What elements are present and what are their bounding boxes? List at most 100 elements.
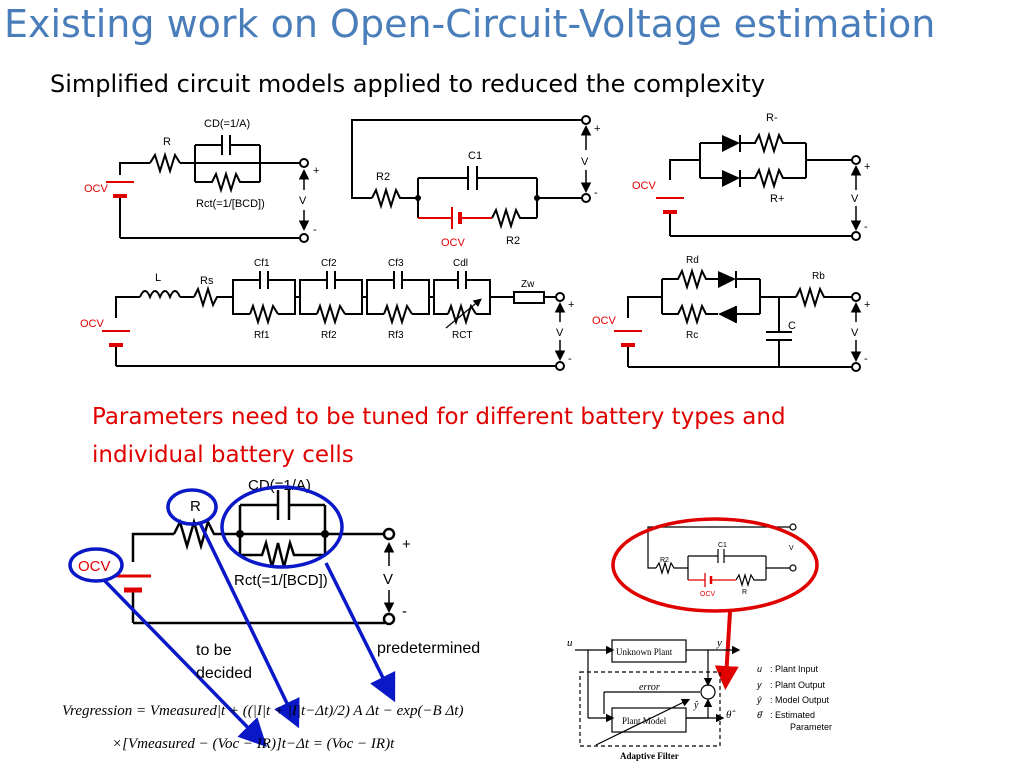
page-title: Existing work on Open-Circuit-Voltage es… xyxy=(4,2,936,46)
adaptive-legend: u : Plant Input y : Plant Output ŷ : Mod… xyxy=(756,664,832,732)
c4-ocv-label: OCV xyxy=(80,318,105,330)
ocv-highlight-ellipse xyxy=(68,547,124,583)
c3-v: V xyxy=(851,193,859,205)
mini-battery xyxy=(688,573,736,587)
legend-desc-1: : Plant Output xyxy=(770,680,826,690)
c4-minus: - xyxy=(568,353,572,365)
mini-ocv-label: OCV xyxy=(700,591,716,598)
c4-rf2-label: Rf2 xyxy=(321,330,337,341)
c5-rd-label: Rd xyxy=(686,255,699,266)
circuit-hysteresis-model xyxy=(627,267,862,372)
mini-r2-label: R2 xyxy=(660,557,669,564)
c4-cdl-label: Cdl xyxy=(453,258,468,269)
big-v: V xyxy=(383,571,393,588)
red-arrow xyxy=(714,611,739,690)
af-u: u xyxy=(567,637,573,649)
c5-ocv-label: OCV xyxy=(592,315,617,327)
c2-minus: - xyxy=(594,187,598,199)
big-r-label: R xyxy=(190,498,201,515)
c5-rb-label: Rb xyxy=(812,271,825,282)
c5-rc-label: Rc xyxy=(686,330,698,341)
c4-rf1-label: Rf1 xyxy=(254,330,270,341)
c4-l-label: L xyxy=(155,272,161,284)
legend-desc-3: : Estimated xyxy=(770,710,815,720)
c4-zw-label: Zw xyxy=(521,279,535,290)
mini-circuit xyxy=(647,523,797,588)
diode-top xyxy=(722,135,740,152)
c2-v: V xyxy=(581,156,589,168)
node xyxy=(236,530,244,538)
c2-ocv-label: OCV xyxy=(441,237,466,249)
arrow-r xyxy=(198,522,300,729)
predetermined-label: predetermined xyxy=(377,640,480,657)
diode-bottom xyxy=(722,170,740,187)
node xyxy=(534,195,540,201)
c1-minus: - xyxy=(313,224,317,236)
big-plus: + xyxy=(402,536,411,553)
c4-rf3-label: Rf3 xyxy=(388,330,404,341)
c3-rplus-label: R+ xyxy=(770,193,784,205)
c2-c1-label: C1 xyxy=(468,150,482,162)
c3-minus: - xyxy=(864,221,868,233)
mini-highlight-ellipse xyxy=(611,517,819,613)
big-rc-circuit xyxy=(131,490,396,626)
diode-bottom-c5 xyxy=(718,306,736,323)
c1-v: V xyxy=(299,195,307,207)
legend-desc-2: : Model Output xyxy=(770,695,830,705)
circuit-ladder-model xyxy=(115,279,566,371)
c1-plus: + xyxy=(313,165,319,177)
node xyxy=(415,195,421,201)
resistor-r xyxy=(149,151,181,175)
c4-cf3-label: Cf3 xyxy=(388,258,404,269)
unknown-plant-label: Unknown Plant xyxy=(616,647,673,657)
big-rct-label: Rct(=1/[BCD]) xyxy=(234,572,328,589)
decided-label: decided xyxy=(196,665,252,682)
circuit-diode-model xyxy=(669,131,862,241)
c5-plus: + xyxy=(864,299,870,311)
c3-ocv-label: OCV xyxy=(632,180,657,192)
arrow-rc xyxy=(324,562,396,703)
legend-desc-0: : Plant Input xyxy=(770,664,819,674)
diode-top-c5 xyxy=(718,271,736,288)
legend-desc-4: Parameter xyxy=(790,722,832,732)
c4-cf1-label: Cf1 xyxy=(254,258,270,269)
equation-line-1: Vregression = Vmeasured|t + ((|I|t + |I|… xyxy=(62,703,463,719)
c4-v: V xyxy=(556,327,564,339)
error-label: error xyxy=(639,682,660,693)
c1-ocv-label: OCV xyxy=(84,183,109,195)
c5-minus: - xyxy=(864,353,868,365)
circuit-rc-model xyxy=(106,135,310,243)
r-highlight-ellipse xyxy=(166,488,218,526)
theta-label: θ̂ xyxy=(726,709,736,721)
legend-sym-3: θ̂ xyxy=(757,710,764,720)
ladder-elements xyxy=(249,271,482,329)
ladder-masks xyxy=(250,276,476,318)
c3-rminus-label: R- xyxy=(766,112,778,124)
c1-rct-label: Rct(=1/[BCD]) xyxy=(196,198,265,210)
c4-plus: + xyxy=(568,299,574,311)
c2-battery xyxy=(418,207,492,229)
to-be-label: to be xyxy=(196,642,232,659)
c4-rs-label: Rs xyxy=(200,275,214,287)
big-ocv-label: OCV xyxy=(78,558,111,575)
c4-cf2-label: Cf2 xyxy=(321,258,337,269)
c3-plus: + xyxy=(864,161,870,173)
rc-highlight-ellipse xyxy=(220,485,344,569)
c5-c-label: C xyxy=(788,320,796,332)
page-subtitle: Simplified circuit models applied to red… xyxy=(50,70,766,98)
legend-sym-1: y xyxy=(756,680,762,690)
plant-model-label: Plant Model xyxy=(622,716,667,726)
arrow-ocv xyxy=(102,578,267,748)
legend-sym-0: u xyxy=(757,664,762,674)
red-note: Parameters need to be tuned for differen… xyxy=(92,398,912,474)
red-note-line-2: individual battery cells xyxy=(92,442,354,468)
adaptive-filter-label: Adaptive Filter xyxy=(620,751,679,761)
mini-v-label: V xyxy=(789,545,794,552)
c4-rct-label: RCT xyxy=(452,330,473,341)
af-y: y xyxy=(716,637,722,649)
node xyxy=(321,530,329,538)
adaptive-filter-diagram xyxy=(575,639,741,747)
yhat-label: ŷ xyxy=(693,700,699,711)
c2-r2a-label: R2 xyxy=(376,171,390,183)
